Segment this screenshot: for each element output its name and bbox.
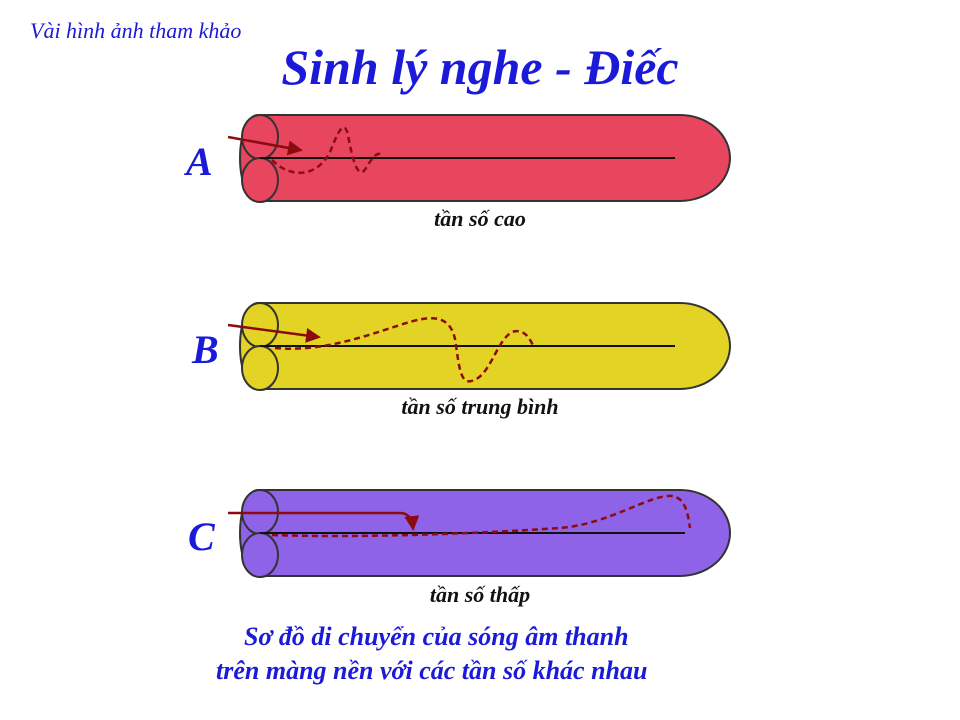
panel-c-letter: C [188,514,215,559]
tube-c-input-arrow [228,511,420,531]
tube-b-end-top [241,302,279,348]
panel-b-caption: tần số trung bình [401,394,559,419]
panel-c-caption: tần số thấp [429,582,531,607]
tube-b-input-arrow [227,323,321,343]
reference-note: Vài hình ảnh tham khảo [30,18,242,43]
tube-c [228,489,731,578]
panel-a-caption: tần số cao [434,206,526,231]
panel-a-letter: A [186,139,213,184]
tube-a-input-arrow [227,135,303,156]
tube-a [227,114,731,203]
tube-a-end-top [241,114,279,160]
tube-a-end-bottom [241,157,279,203]
tube-b-wave-path [274,316,536,383]
panel-b-letter: B [192,327,219,372]
tube-c-wave-path [271,494,692,538]
tube-b-end-bottom [241,345,279,391]
tube-a-wave-path [271,126,384,174]
tube-c-end-bottom [241,532,279,578]
diagram-caption-line1: Sơ đồ di chuyển của sóng âm thanh [244,622,629,651]
tube-b [227,302,731,391]
page-title: Sinh lý nghe - Điếc [281,39,679,95]
diagram-caption-line2: trên màng nền với các tần số khác nhau [216,656,648,685]
